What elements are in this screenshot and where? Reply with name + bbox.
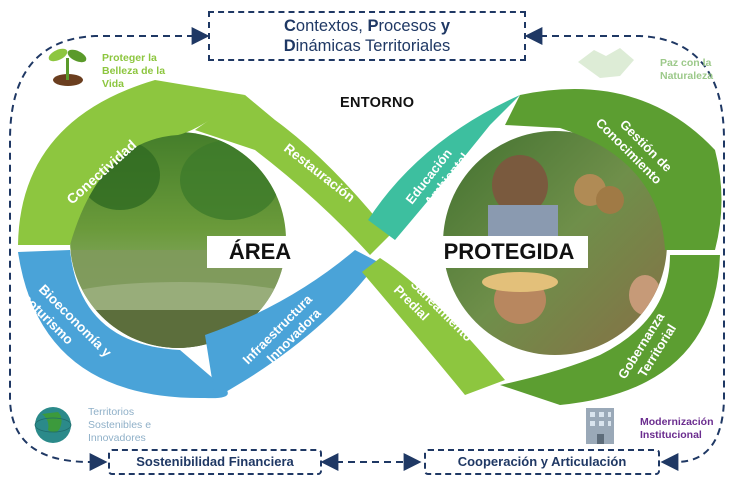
cooperacion-articulacion-box: Cooperación y Articulación: [424, 449, 660, 475]
title-line-1: Contextos, Procesos y: [283, 17, 451, 35]
frame-top-left-dashed: [9, 27, 210, 471]
corner-label-proteger-vida: Proteger la Belleza de la Vida: [102, 52, 166, 90]
corner-label-modernizacion: Modernización Institucional: [640, 416, 714, 441]
segment-saneamiento-predial[interactable]: [362, 258, 505, 395]
building-icon: [586, 408, 614, 444]
globe-icon: [34, 407, 72, 443]
corner-label-paz-naturaleza: Paz con la Naturaleza: [660, 57, 714, 82]
segment-restauracion[interactable]: [195, 95, 390, 255]
frame-top-right-dashed: [524, 27, 725, 471]
area-label: ÁREA: [207, 236, 313, 268]
handshake-icon: [578, 48, 634, 78]
environment-label: ENTORNO: [340, 95, 415, 111]
sostenibilidad-financiera-box: Sostenibilidad Financiera: [108, 449, 322, 475]
sprout-icon: [48, 48, 87, 86]
segment-gestion-conocimiento[interactable]: [505, 89, 722, 250]
title-box: Contextos, Procesos y Dinámicas Territor…: [208, 11, 526, 61]
segment-conectividad[interactable]: [18, 80, 245, 245]
segment-bioeconomia-ecoturismo[interactable]: [18, 250, 228, 399]
title-line-2: Dinámicas Territoriales: [283, 37, 451, 55]
protegida-label: PROTEGIDA: [430, 236, 588, 268]
segment-educacion-ambiental[interactable]: [368, 95, 520, 240]
segment-infraestructura-innovadora[interactable]: [205, 250, 378, 398]
corner-label-territorios-sostenibles: Territorios Sostenibles e Innovadores: [88, 406, 152, 444]
segment-gobernanza-territorial[interactable]: [500, 255, 720, 405]
